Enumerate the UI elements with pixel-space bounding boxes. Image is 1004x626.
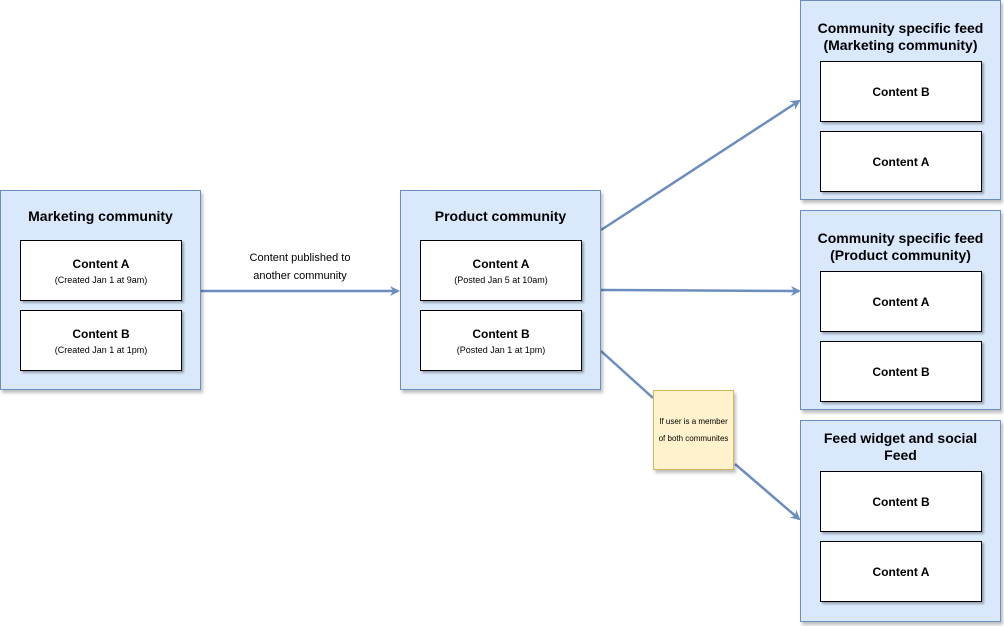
product-content-a-date: (Posted Jan 5 at 10am) [454, 274, 548, 285]
marketing-content-b-title: Content B [72, 326, 130, 341]
product-content-b-title: Content B [472, 326, 530, 341]
marketing-feed-title: Community specific feed (Marketing commu… [817, 20, 984, 53]
product-feed-item-2: Content B [820, 341, 982, 402]
product-feed-title: Community specific feed (Product communi… [817, 230, 984, 263]
product-content-b-date: (Posted Jan 1 at 1pm) [456, 344, 546, 355]
arrow-product-to-note [600, 350, 654, 399]
social-feed-container: Feed widget and social Feed Content B Co… [800, 420, 1001, 622]
social-feed-item-2-label: Content A [872, 564, 930, 579]
product-content-b-card: Content B (Posted Jan 1 at 1pm) [420, 310, 582, 371]
product-content-a-card: Content A (Posted Jan 5 at 10am) [420, 240, 582, 301]
marketing-feed-item-1-label: Content B [872, 84, 930, 99]
marketing-feed-item-1: Content B [820, 61, 982, 122]
marketing-community-title: Marketing community [28, 208, 173, 224]
membership-note: If user is a member of both communites [653, 390, 734, 470]
marketing-feed-item-2-label: Content A [872, 154, 930, 169]
product-feed-container: Community specific feed (Product communi… [800, 210, 1001, 410]
product-community-container: Product community Content A (Posted Jan … [400, 190, 601, 390]
product-feed-item-1-label: Content A [872, 294, 930, 309]
marketing-content-b-card: Content B (Created Jan 1 at 1pm) [20, 310, 182, 371]
arrow-product-to-marketing-feed [600, 99, 801, 232]
social-feed-title: Feed widget and social Feed [823, 430, 978, 463]
social-feed-item-1-label: Content B [872, 494, 930, 509]
marketing-content-a-card: Content A (Created Jan 1 at 9am) [20, 240, 182, 301]
marketing-community-container: Marketing community Content A (Created J… [0, 190, 201, 390]
product-feed-item-1: Content A [820, 271, 982, 332]
marketing-feed-item-2: Content A [820, 131, 982, 192]
marketing-content-a-date: (Created Jan 1 at 9am) [54, 274, 148, 285]
marketing-content-b-date: (Created Jan 1 at 1pm) [54, 344, 148, 355]
marketing-feed-container: Community specific feed (Marketing commu… [800, 0, 1001, 200]
product-community-title: Product community [434, 208, 567, 224]
social-feed-item-2: Content A [820, 541, 982, 602]
arrow-product-to-product-feed [600, 285, 801, 296]
social-feed-item-1: Content B [820, 471, 982, 532]
publish-edge-label: Content published to another community [249, 252, 351, 282]
marketing-content-a-title: Content A [72, 256, 130, 271]
product-content-a-title: Content A [472, 256, 530, 271]
product-feed-item-2-label: Content B [872, 364, 930, 379]
arrow-note-to-social-feed [734, 463, 801, 521]
